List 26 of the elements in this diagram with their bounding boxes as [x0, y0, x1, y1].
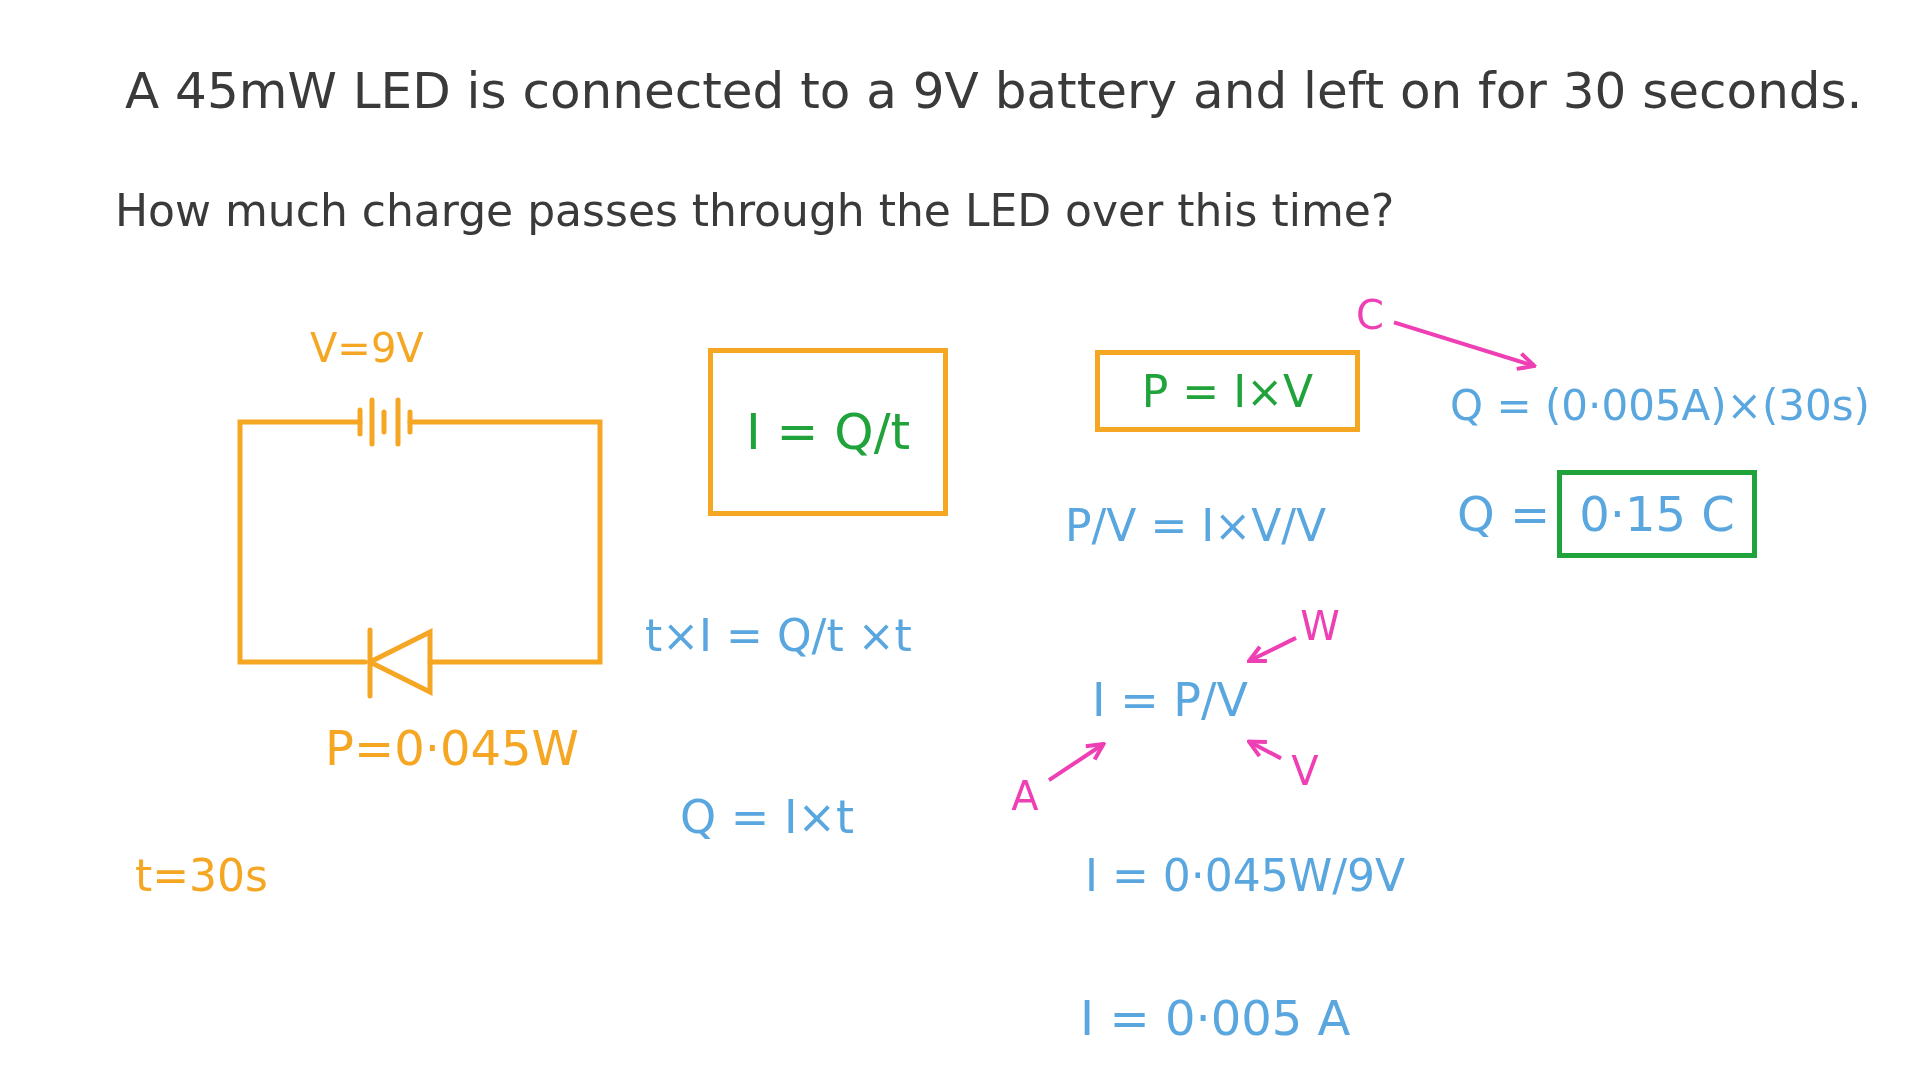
arrow	[1047, 742, 1106, 782]
equation-text: V=9V	[310, 325, 424, 371]
title: A 45mW LED is connected to a 9V battery and left on for 30 seconds.	[125, 62, 1863, 120]
answer-box	[1557, 470, 1757, 558]
equation-text: I = 0·045W/9V	[1085, 850, 1406, 901]
arrow	[1247, 739, 1282, 761]
equation-text: Q = I×t	[680, 790, 855, 844]
equation-text: Q = (0·005A)×(30s)	[1440, 370, 1880, 440]
formula-text: P = I×V	[1141, 365, 1314, 417]
formula-text: I = Q/t	[745, 403, 911, 461]
equation-text: I = 0·005 A	[1080, 990, 1351, 1046]
unit-label: C	[1350, 290, 1390, 340]
equation-text: t×I = Q/t ×t	[645, 610, 912, 661]
unit-label: W	[1300, 600, 1340, 652]
formula-box	[1095, 350, 1360, 432]
unit-label: V	[1285, 745, 1325, 797]
unit-label: A	[1005, 770, 1045, 822]
equation-text: t=30s	[135, 850, 269, 901]
formula-text: 0·15 C	[1579, 486, 1735, 542]
arrow	[1247, 636, 1297, 664]
equation-text: P=0·045W	[325, 720, 580, 776]
arrow	[1393, 320, 1537, 371]
equation-text: Q =	[1457, 486, 1551, 542]
equation-text: P/V = I×V/V	[1065, 500, 1327, 551]
formula-box	[708, 348, 948, 516]
question-text: How much charge passes through the LED over this time?	[115, 185, 1395, 236]
